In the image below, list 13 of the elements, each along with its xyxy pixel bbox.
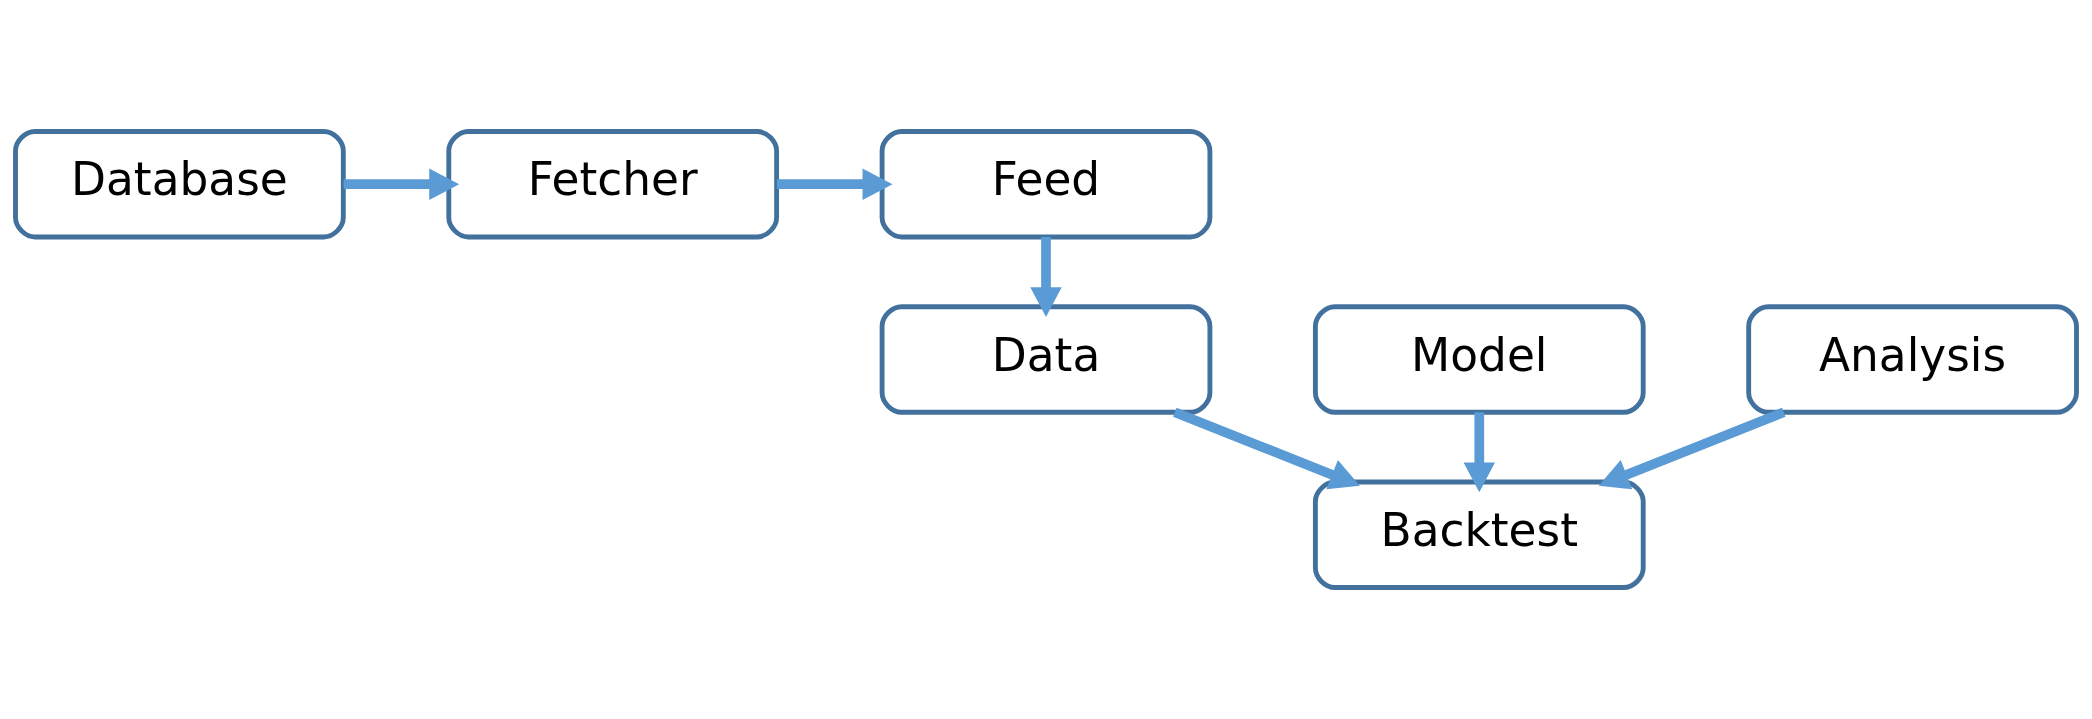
arrow — [1030, 237, 1062, 318]
node-box: Data — [879, 304, 1213, 415]
arrow — [343, 168, 460, 200]
arrow — [1173, 407, 1360, 490]
arrow — [776, 168, 893, 200]
node-box: Fetcher — [446, 129, 780, 240]
node-box: Database — [13, 129, 346, 240]
node-box: Model — [1312, 304, 1646, 415]
node-box: Feed — [879, 129, 1213, 240]
arrow — [1463, 412, 1496, 493]
node-box: Analysis — [1746, 304, 2079, 415]
node-box: Backtest — [1312, 479, 1646, 590]
arrow — [1598, 407, 1786, 490]
